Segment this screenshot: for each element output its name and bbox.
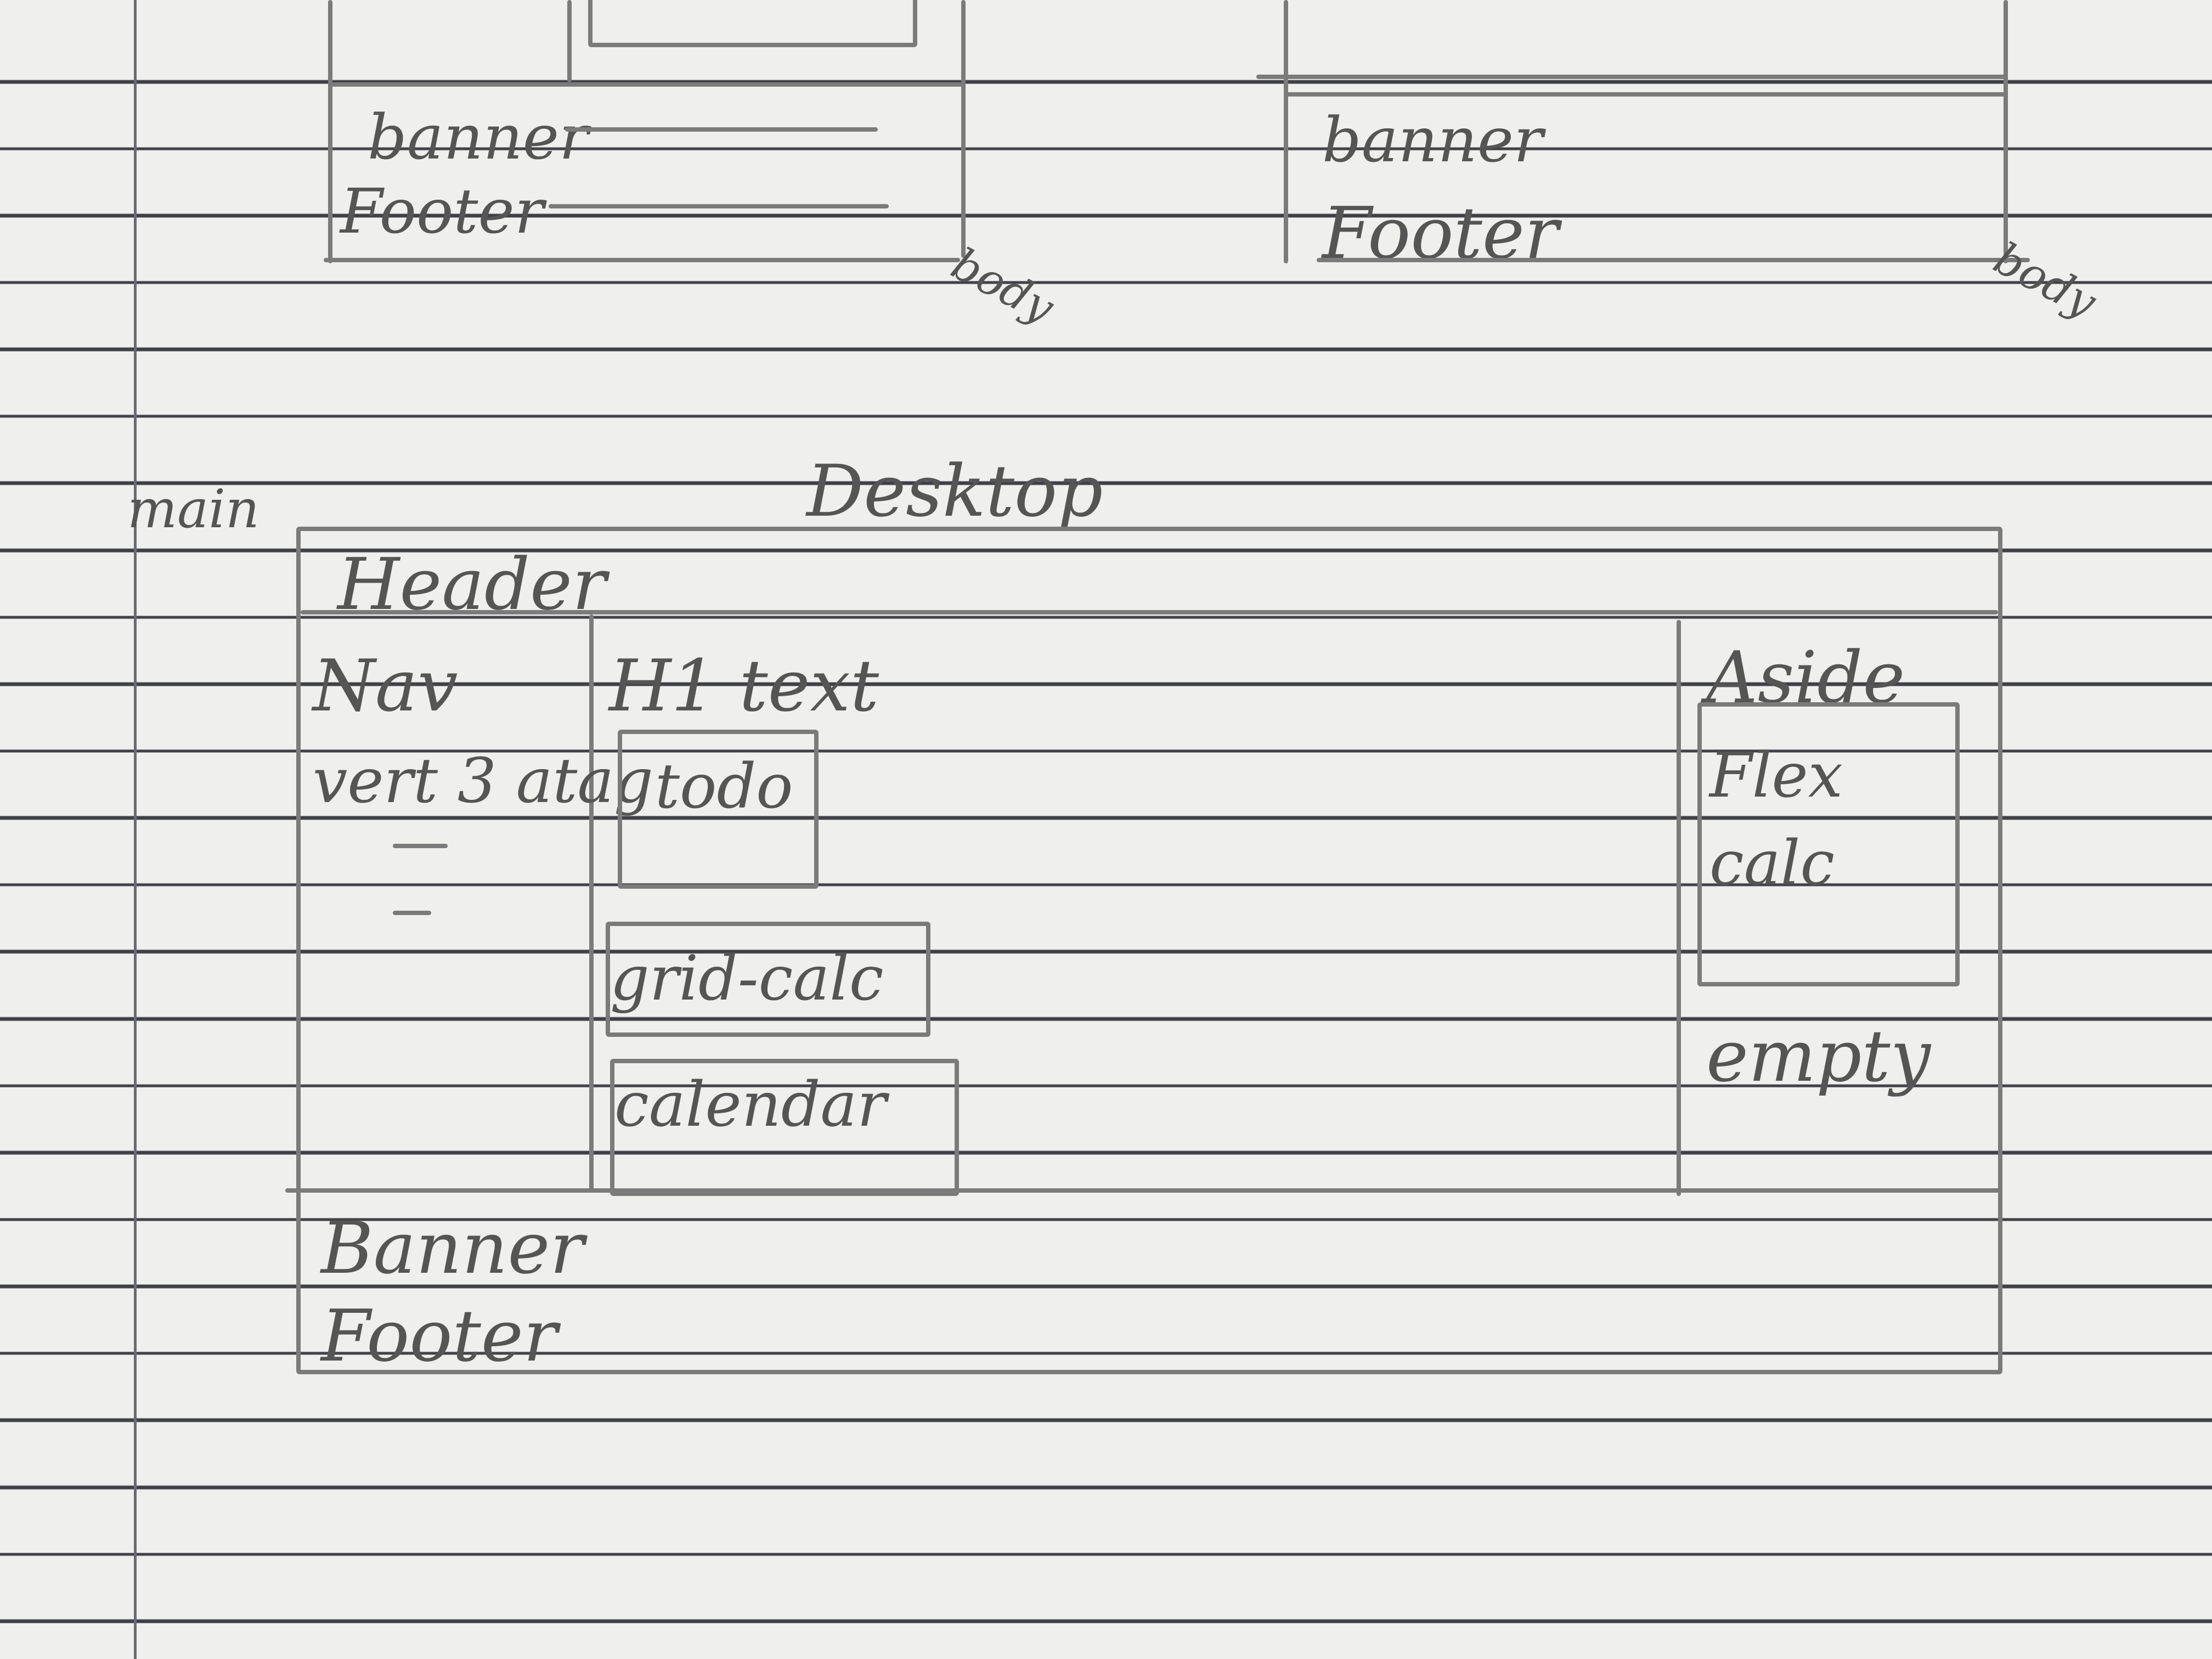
tr-bottom-edge bbox=[1317, 258, 2030, 262]
tr-banner-label: banner bbox=[1322, 105, 1543, 176]
tr-footer-label: Footer bbox=[1322, 191, 1559, 275]
h1-label: H1 text bbox=[609, 644, 879, 727]
desktop-title: Desktop bbox=[806, 449, 1103, 533]
nav-item-stroke-2 bbox=[393, 911, 431, 915]
nav-note: vert 3 atag bbox=[313, 746, 653, 817]
paper-margin-line bbox=[134, 0, 137, 1659]
footer-label: Footer bbox=[321, 1294, 557, 1378]
main-frame bbox=[296, 527, 2002, 1374]
tl-content-box bbox=[588, 0, 917, 47]
tr-right-edge bbox=[2004, 0, 2008, 263]
tr-left-edge bbox=[1284, 0, 1288, 263]
nav-divider bbox=[589, 614, 594, 1190]
tr-top-line bbox=[1256, 75, 2008, 79]
tl-divider bbox=[567, 0, 572, 82]
calendar-label: calendar bbox=[614, 1069, 887, 1141]
tl-right-edge bbox=[961, 0, 966, 258]
banner-label: Banner bbox=[321, 1206, 584, 1290]
grid-calc-box: grid-calc bbox=[606, 922, 930, 1037]
aside-empty-label: empty bbox=[1706, 1014, 1931, 1098]
aside-flex-label: Flex bbox=[1709, 740, 1843, 811]
tl-banner-label: banner bbox=[368, 102, 589, 173]
header-label: Header bbox=[337, 543, 607, 626]
main-label: main bbox=[127, 478, 259, 540]
nav-label: Nav bbox=[313, 644, 458, 727]
tl-bottom-edge bbox=[324, 258, 960, 262]
tl-section-line bbox=[328, 82, 964, 87]
header-divider bbox=[301, 610, 1998, 614]
grid-calc-label: grid-calc bbox=[610, 943, 884, 1014]
tl-banner-line bbox=[565, 127, 878, 132]
aside-divider bbox=[1677, 620, 1681, 1196]
aside-label: Aside bbox=[1706, 636, 1905, 719]
todo-label: todo bbox=[655, 751, 793, 822]
content-bottom-divider bbox=[285, 1188, 2001, 1193]
calendar-box: calendar bbox=[610, 1059, 959, 1196]
tl-footer-line bbox=[549, 204, 889, 208]
nav-item-stroke-1 bbox=[393, 844, 448, 848]
tl-left-edge bbox=[328, 0, 332, 263]
aside-calc-label: calc bbox=[1709, 828, 1835, 899]
tl-footer-label: Footer bbox=[340, 176, 544, 247]
tr-section-line bbox=[1284, 92, 2008, 97]
aside-flex-box: Flex calc bbox=[1697, 702, 1960, 986]
todo-box: todo bbox=[618, 730, 819, 889]
